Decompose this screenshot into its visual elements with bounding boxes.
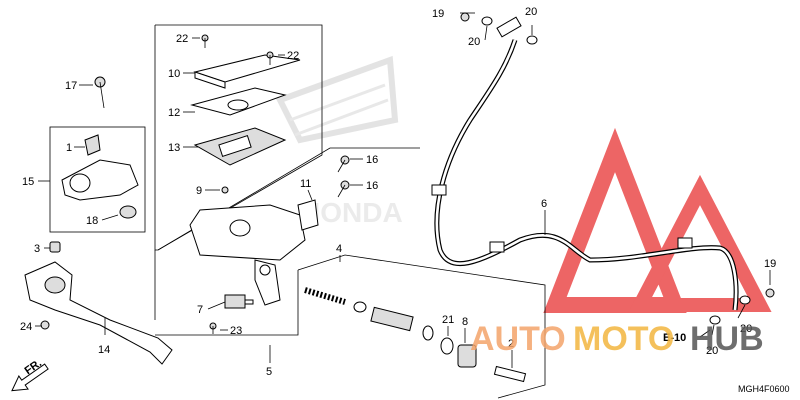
watermark-logo bbox=[543, 127, 772, 313]
callout-18: 18 bbox=[86, 215, 98, 227]
callout-15: 15 bbox=[22, 176, 34, 188]
leader-lines bbox=[35, 12, 771, 368]
callout-5: 5 bbox=[266, 366, 272, 378]
callout-17: 17 bbox=[65, 80, 77, 92]
callout-20b: 20 bbox=[468, 36, 480, 48]
callout-11: 11 bbox=[300, 178, 311, 190]
callout-2: 2 bbox=[508, 338, 514, 350]
clutch-hose bbox=[431, 12, 775, 325]
callout-3: 3 bbox=[34, 243, 40, 255]
handlebar-holder bbox=[61, 134, 139, 219]
callout-10: 10 bbox=[168, 68, 180, 80]
callout-9: 9 bbox=[196, 185, 202, 197]
callout-23: 23 bbox=[230, 325, 242, 337]
watermark-auto: AUTO bbox=[470, 320, 566, 358]
callout-19a: 19 bbox=[432, 8, 444, 20]
callout-7: 7 bbox=[197, 304, 203, 316]
callout-19b: 19 bbox=[764, 258, 776, 270]
bracket-group-box bbox=[49, 126, 146, 233]
callout-16a: 16 bbox=[366, 154, 378, 166]
front-direction-arrow: FR. bbox=[11, 357, 49, 392]
callout-20c: 20 bbox=[740, 323, 752, 335]
watermark-moto: MOTO bbox=[573, 320, 674, 358]
clutch-lever bbox=[24, 241, 173, 365]
callout-14: 14 bbox=[98, 344, 110, 356]
diagram-code: MGH4F0600 bbox=[738, 384, 790, 394]
reservoir-group-box bbox=[154, 24, 323, 251]
watermark-text: AUTO MOTO HUB bbox=[470, 320, 764, 358]
callout-20d: 20 bbox=[706, 345, 718, 357]
master-cylinder-body bbox=[189, 204, 306, 306]
brake-light-switch bbox=[224, 294, 254, 309]
piston-kit bbox=[304, 287, 527, 383]
callout-22a: 22 bbox=[176, 33, 188, 45]
reservoir-cap bbox=[193, 54, 301, 89]
piston-group-box bbox=[297, 254, 546, 399]
screws bbox=[94, 34, 350, 334]
callout-4: 4 bbox=[336, 243, 342, 255]
switch-bracket bbox=[297, 199, 319, 231]
callout-24: 24 bbox=[20, 321, 32, 333]
callout-12: 12 bbox=[168, 107, 180, 119]
ref-e10: E-10 bbox=[663, 332, 686, 344]
callout-20a: 20 bbox=[525, 6, 537, 18]
callout-1: 1 bbox=[66, 142, 72, 154]
callout-21: 21 bbox=[442, 314, 454, 326]
diaphragm-plate bbox=[190, 87, 287, 116]
watermark-hub: HUB bbox=[690, 320, 764, 358]
callout-22b: 22 bbox=[287, 50, 299, 62]
callout-6: 6 bbox=[541, 198, 547, 210]
callout-13: 13 bbox=[168, 142, 180, 154]
diaphragm bbox=[193, 127, 287, 166]
honda-wing-logo: HONDA bbox=[275, 55, 403, 228]
callout-16b: 16 bbox=[366, 180, 378, 192]
callout-8: 8 bbox=[462, 316, 468, 328]
callout-labels: 22 22 10 12 13 9 11 16 16 17 1 15 18 3 4… bbox=[20, 6, 776, 378]
